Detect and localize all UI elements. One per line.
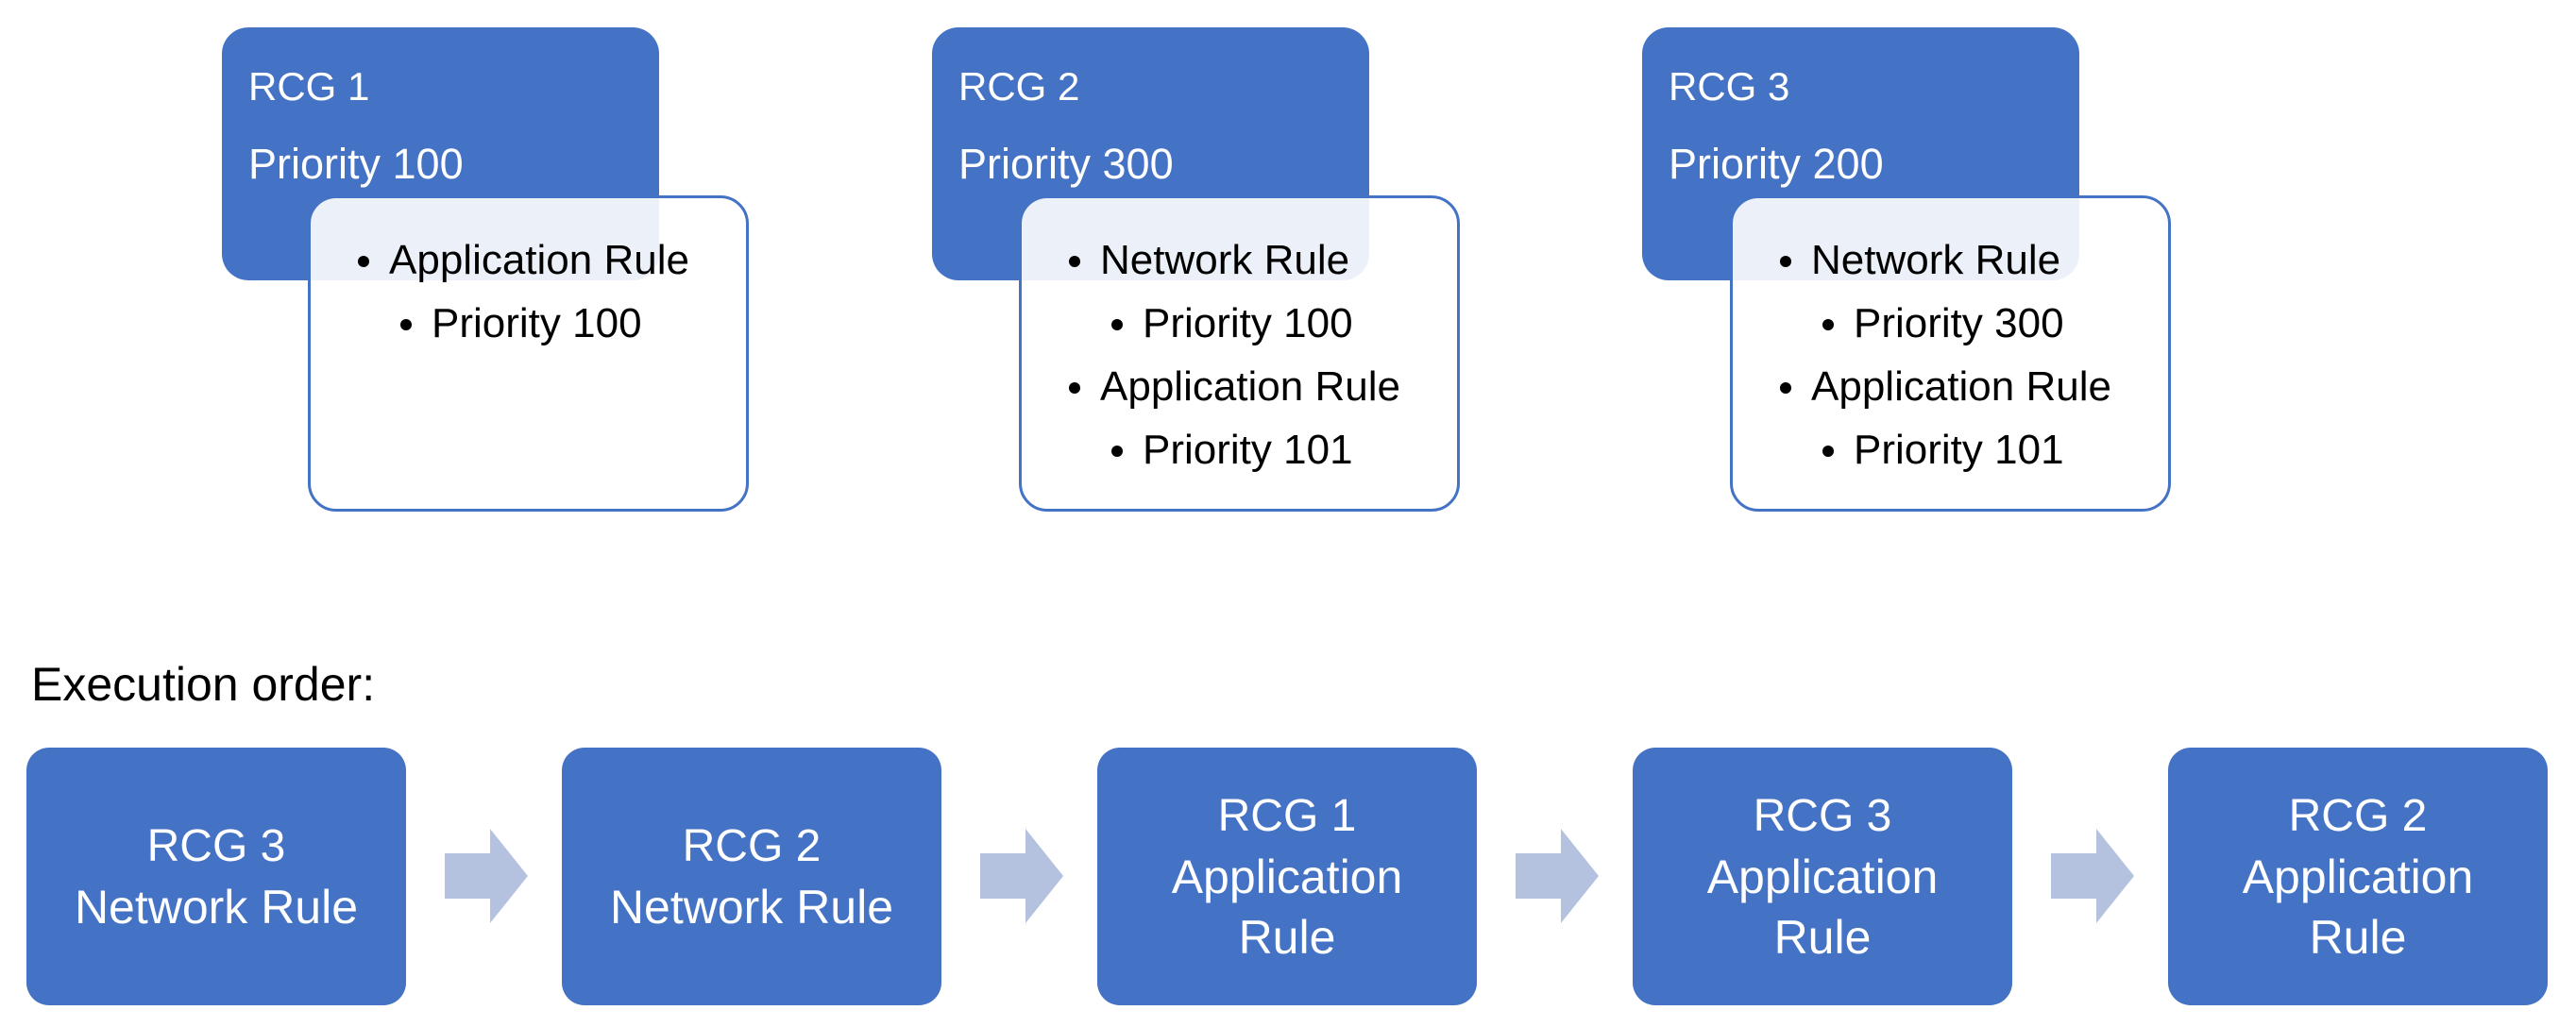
rule-priority-label: Priority 100 xyxy=(432,300,642,346)
execution-order-label: Execution order: xyxy=(31,658,376,711)
rule-priority: Priority 100 xyxy=(1111,300,1353,346)
rule-item: Network Rule xyxy=(1780,237,2061,283)
bullet-icon xyxy=(358,256,369,267)
execution-step-1: RCG 3 Network Rule xyxy=(26,748,406,1005)
step-rule: Application Rule xyxy=(1171,850,1403,964)
rule-item: Application Rule xyxy=(358,237,689,283)
rule-priority: Priority 100 xyxy=(400,300,642,346)
rule-item: Network Rule xyxy=(1069,237,1350,283)
step-group: RCG 2 xyxy=(2288,790,2428,841)
rcg-priority: Priority 100 xyxy=(248,140,464,188)
step-group: RCG 3 xyxy=(146,820,286,871)
rule-card: Application Rule Priority 100 xyxy=(308,195,749,512)
rcg-title: RCG 2 xyxy=(958,64,1080,109)
step-group: RCG 1 xyxy=(1217,790,1357,841)
rule-label: Application Rule xyxy=(389,237,689,283)
rule-priority-label: Priority 100 xyxy=(1143,300,1353,346)
rule-card: Network Rule Priority 300 Application Ru… xyxy=(1730,195,2171,512)
bullet-icon xyxy=(1780,382,1791,394)
rcg-title: RCG 1 xyxy=(248,64,370,109)
rule-priority-label: Priority 300 xyxy=(1854,300,2064,346)
rule-label: Network Rule xyxy=(1100,237,1350,283)
rule-priority: Priority 101 xyxy=(1111,427,1353,473)
arrow-right-icon xyxy=(445,829,528,923)
bullet-icon xyxy=(1780,256,1791,267)
bullet-icon xyxy=(1111,319,1123,330)
step-rule: Application Rule xyxy=(2242,850,2474,964)
execution-step-5: RCG 2 Application Rule xyxy=(2168,748,2548,1005)
rule-item: Application Rule xyxy=(1780,363,2111,410)
rule-priority-label: Priority 101 xyxy=(1854,427,2064,473)
step-rule: Application Rule xyxy=(1706,850,1939,964)
rule-priority: Priority 300 xyxy=(1822,300,2064,346)
step-group: RCG 2 xyxy=(682,820,822,871)
bullet-icon xyxy=(1822,446,1834,457)
rule-label: Application Rule xyxy=(1100,363,1400,410)
arrow-right-icon xyxy=(1516,829,1599,923)
bullet-icon xyxy=(1111,446,1123,457)
step-rule: Network Rule xyxy=(74,880,359,934)
rule-priority: Priority 101 xyxy=(1822,427,2064,473)
rule-item: Application Rule xyxy=(1069,363,1400,410)
bullet-icon xyxy=(1069,382,1080,394)
rule-card: Network Rule Priority 100 Application Ru… xyxy=(1019,195,1460,512)
arrow-right-icon xyxy=(980,829,1063,923)
bullet-icon xyxy=(1822,319,1834,330)
step-rule: Network Rule xyxy=(609,880,894,934)
rcg-priority: Priority 200 xyxy=(1669,140,1884,188)
rcg-title: RCG 3 xyxy=(1669,64,1790,109)
bullet-icon xyxy=(1069,256,1080,267)
execution-step-4: RCG 3 Application Rule xyxy=(1633,748,2012,1005)
rule-label: Application Rule xyxy=(1811,363,2111,410)
step-group: RCG 3 xyxy=(1753,790,1892,841)
arrow-right-icon xyxy=(2051,829,2134,923)
bullet-icon xyxy=(400,319,412,330)
rule-priority-label: Priority 101 xyxy=(1143,427,1353,473)
execution-step-3: RCG 1 Application Rule xyxy=(1097,748,1477,1005)
rule-label: Network Rule xyxy=(1811,237,2061,283)
rcg-priority: Priority 300 xyxy=(958,140,1174,188)
execution-step-2: RCG 2 Network Rule xyxy=(562,748,941,1005)
